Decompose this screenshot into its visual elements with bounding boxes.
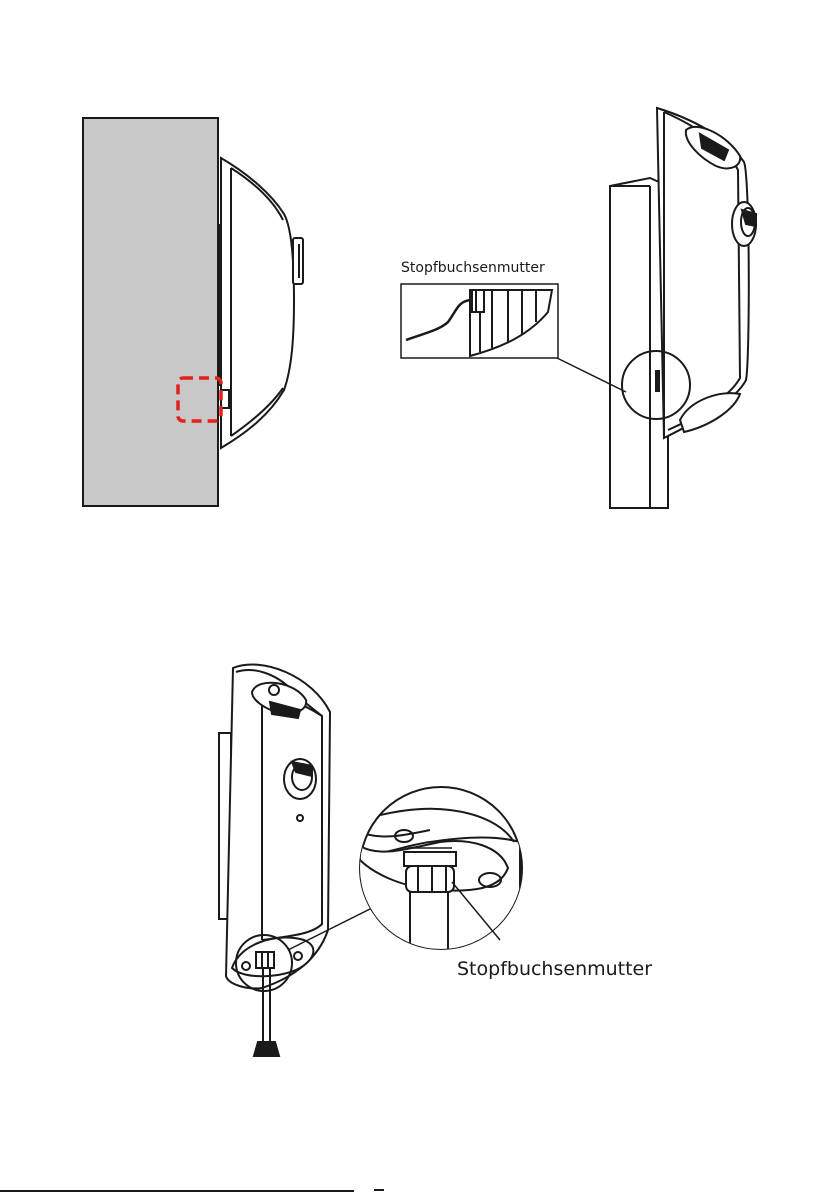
wallbox-pole-icon: [655, 108, 756, 438]
wall-mount-figure: [83, 118, 303, 506]
gland-nut-label-top: Stopfbuchsenmutter: [401, 260, 545, 276]
magnified-gland-view: [358, 787, 522, 960]
gland-detail-figure: [219, 665, 522, 1056]
gland-nut-icon: [256, 952, 274, 968]
pole-mount-figure: [401, 108, 756, 508]
gland-nut-label-bottom: Stopfbuchsenmutter: [457, 958, 652, 980]
wallbox-side-icon: [218, 118, 303, 506]
inset-detail-box: [401, 284, 558, 358]
wall: [83, 118, 218, 506]
